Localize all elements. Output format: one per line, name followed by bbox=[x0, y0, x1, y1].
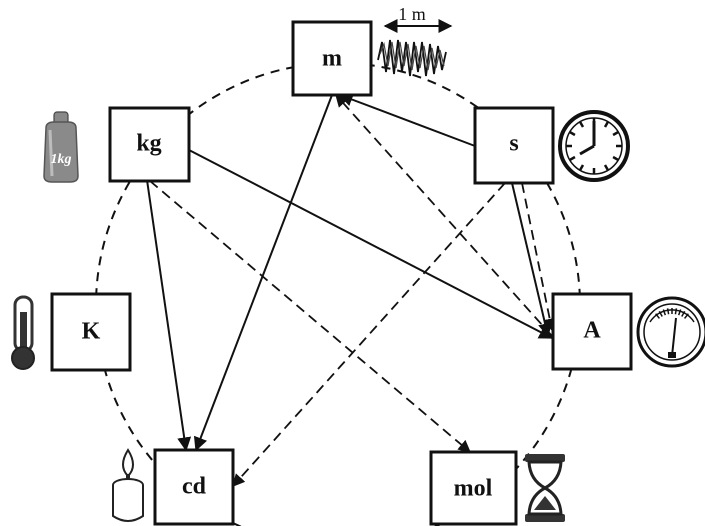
unit-node-m: m bbox=[291, 20, 373, 97]
link-s-to-cd bbox=[232, 182, 506, 487]
thermometer-icon bbox=[11, 295, 35, 370]
unit-node-mol: mol bbox=[429, 450, 518, 526]
link-kg-to-A bbox=[188, 149, 554, 339]
link-kg-to-mol bbox=[149, 180, 471, 453]
link-kg-to-cd bbox=[146, 179, 192, 452]
unit-box bbox=[429, 450, 518, 526]
link-A-to-m bbox=[335, 94, 553, 337]
meter-caption: 1 m bbox=[398, 4, 426, 24]
unit-node-A: A bbox=[551, 292, 633, 371]
link-m-to-cd bbox=[193, 94, 333, 452]
link-s-to-m bbox=[338, 92, 476, 147]
unit-box bbox=[50, 292, 132, 372]
unit-label: s bbox=[509, 131, 518, 157]
ammeter-icon bbox=[636, 296, 705, 368]
unit-box bbox=[473, 106, 555, 185]
hourglass-icon bbox=[525, 454, 565, 522]
weight-icon: 1kg bbox=[43, 111, 79, 183]
unit-node-K: K bbox=[50, 292, 132, 372]
unit-node-s: s bbox=[473, 106, 555, 185]
unit-label: mol bbox=[454, 476, 493, 502]
unit-label: A bbox=[583, 318, 601, 344]
link-s-to-A bbox=[521, 182, 556, 332]
unit-node-cd: cd bbox=[153, 448, 235, 526]
candle-icon bbox=[112, 448, 144, 522]
weight-caption: 1kg bbox=[51, 152, 72, 167]
unit-box bbox=[108, 106, 191, 183]
clock-icon bbox=[558, 110, 630, 182]
link-s-to-A bbox=[511, 182, 552, 338]
unit-label: m bbox=[322, 46, 342, 72]
unit-box bbox=[153, 448, 235, 526]
unit-label: cd bbox=[182, 474, 207, 500]
unit-node-kg: kg bbox=[108, 106, 191, 183]
unit-box bbox=[291, 20, 373, 97]
meter-wave-icon: 1 m bbox=[377, 4, 453, 77]
unit-label: K bbox=[82, 319, 101, 345]
unit-links bbox=[146, 92, 556, 487]
unit-box bbox=[551, 292, 633, 371]
unit-label: kg bbox=[136, 131, 161, 157]
